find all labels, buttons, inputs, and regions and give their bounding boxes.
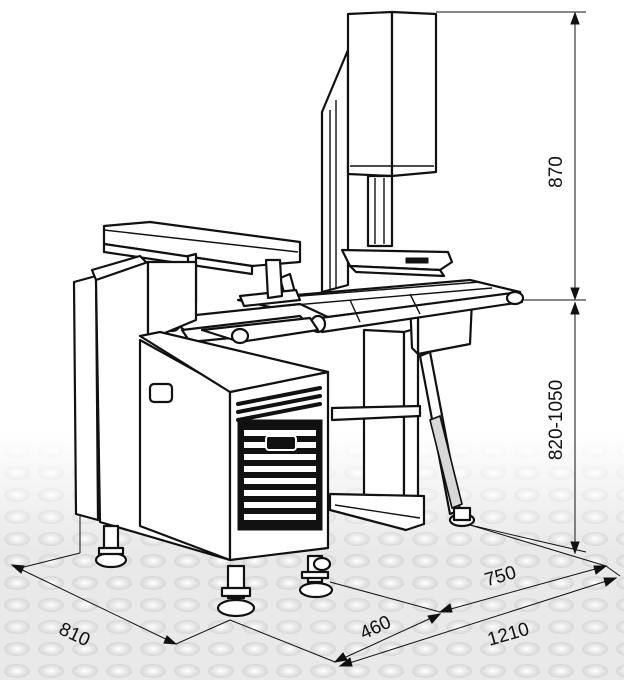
grille-panel xyxy=(237,419,323,531)
dimension-lines xyxy=(10,11,621,667)
rear-stand xyxy=(328,326,426,532)
top-head-box xyxy=(346,10,438,248)
dim-top-height: 870 xyxy=(546,156,567,188)
foot-rear xyxy=(312,556,332,572)
left-side-panel xyxy=(72,254,150,522)
main-cabinet xyxy=(94,260,330,562)
column xyxy=(320,48,350,294)
weigh-tray xyxy=(340,248,454,278)
foot-front-left xyxy=(94,524,128,569)
upper-vents xyxy=(236,386,322,422)
dim-table-height: 820-1050 xyxy=(546,380,567,460)
machine xyxy=(72,10,525,618)
feet xyxy=(94,524,334,618)
foot-front-center xyxy=(216,564,256,618)
